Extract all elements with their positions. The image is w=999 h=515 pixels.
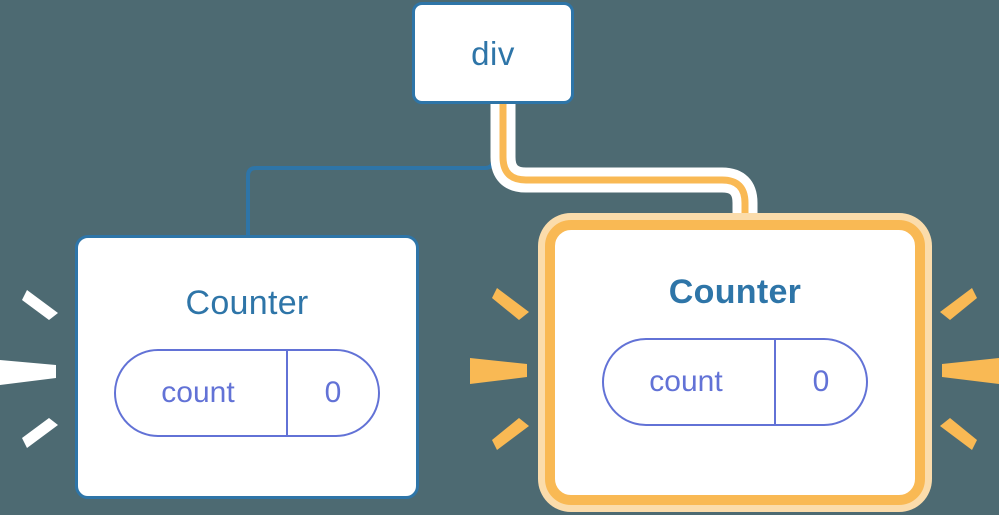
sparkle-group-middle-orange — [470, 288, 529, 450]
edge-div-to-counter-left — [246, 104, 495, 238]
state-value-right: 0 — [812, 365, 830, 398]
node-counter-left-label: Counter — [185, 284, 309, 322]
sparkle-ray-icon — [22, 418, 58, 448]
node-div-label: div — [471, 34, 515, 72]
sparkle-group-right-orange — [940, 288, 999, 450]
state-pill-right: count 0 — [602, 338, 868, 426]
sparkle-ray-icon — [470, 358, 527, 384]
state-key-right: count — [604, 340, 776, 424]
sparkle-ray-icon — [492, 288, 529, 320]
sparkle-ray-icon — [940, 288, 977, 320]
sparkle-ray-icon — [22, 290, 58, 320]
sparkle-ray-icon — [942, 358, 999, 384]
node-counter-right[interactable]: Counter count 0 — [545, 220, 925, 505]
state-key-left: count — [116, 351, 288, 435]
sparkle-ray-icon — [492, 418, 529, 450]
state-value-left: 0 — [324, 376, 342, 409]
node-counter-right-label: Counter — [668, 273, 802, 311]
sparkle-group-left-white — [0, 290, 58, 448]
sparkle-ray-icon — [0, 360, 56, 385]
node-div[interactable]: div — [412, 2, 574, 104]
state-pill-left: count 0 — [114, 349, 380, 437]
node-counter-left[interactable]: Counter count 0 — [75, 235, 419, 499]
sparkle-ray-icon — [940, 418, 977, 450]
